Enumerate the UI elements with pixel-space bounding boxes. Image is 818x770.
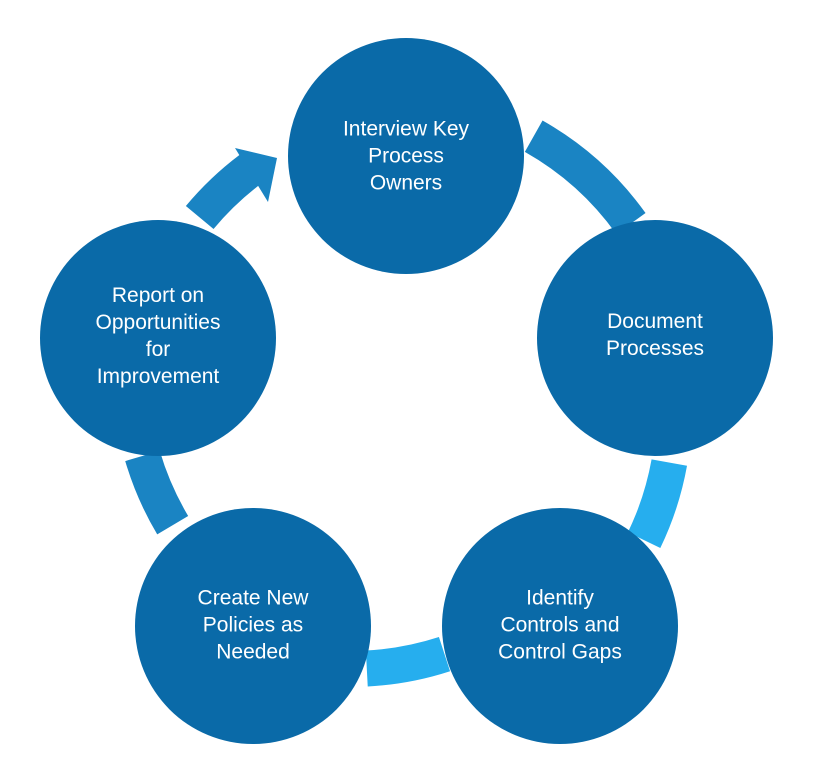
connector-identify-create — [365, 636, 451, 687]
node-identify-circle — [442, 508, 678, 744]
node-interview-circle — [288, 38, 524, 274]
connector-create-report — [125, 450, 189, 535]
node-document-label: Document Processes — [605, 310, 705, 360]
connector-document-identify — [627, 459, 688, 549]
connector-report-interview — [185, 154, 262, 230]
node-create-label: Create New Policies as Needed — [197, 586, 309, 664]
node-report-label: Report on Opportunities for Improvement — [95, 284, 221, 388]
connector-interview-document — [524, 120, 646, 235]
node-identify-label: Identify Controls and Control Gaps — [498, 586, 622, 664]
node-report-circle — [40, 220, 276, 456]
node-create-circle — [135, 508, 371, 744]
node-document-circle — [537, 220, 773, 456]
node-interview-label: Interview Key Process Owners — [342, 117, 470, 195]
cycle-arrowhead-icon — [235, 148, 277, 202]
